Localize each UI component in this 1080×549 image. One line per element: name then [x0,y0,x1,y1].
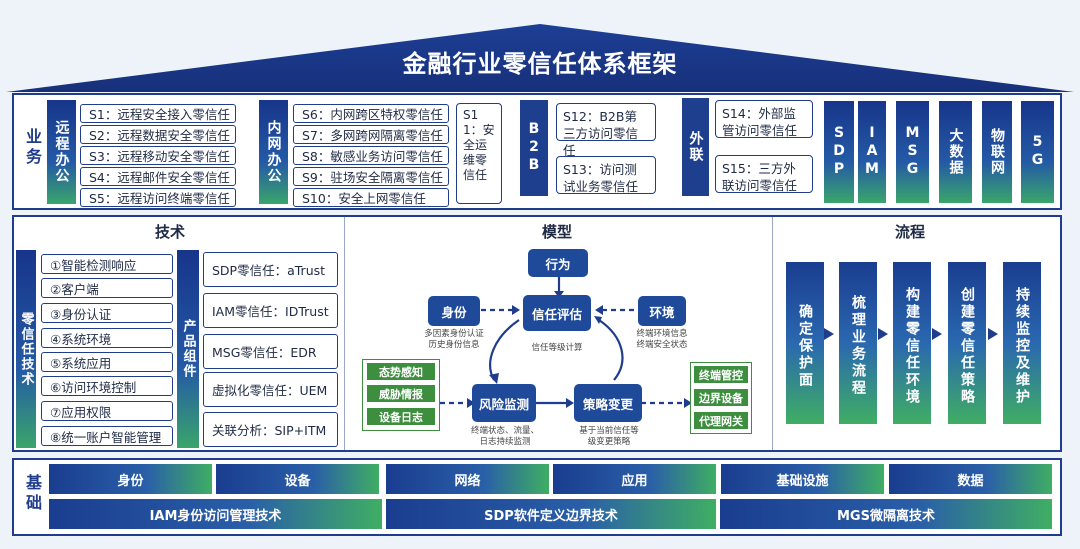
zero-trust-tech-label: 零信任技术 [16,250,36,448]
process-step-2: 梳理业务流程 [839,262,877,424]
foundation-application: 应用 [553,464,716,494]
environment-note: 终端环境信息 终端安全状态 [636,329,688,350]
product-item: 虚拟化零信任：UEM [203,372,338,407]
proxy-gateway: 代理网关 [693,411,749,430]
list-item: ③身份认证 [41,303,173,323]
5g-tag: 5G [1021,101,1054,203]
list-item: S9：驻场安全隔离零信任 [293,167,449,186]
foundation-label: 基础 [23,474,42,514]
list-item: ⑦应用权限 [41,401,173,421]
list-item: S7：多网跨网隔离零信任 [293,125,449,144]
process-step-1: 确定保护面 [786,262,824,424]
divider [344,217,345,450]
process-arrows [824,328,998,340]
risk-note: 终端状态、流量、 日志持续监测 [470,426,539,447]
trust-eval-node: 信任评估 [523,295,591,331]
process-step-3: 构建零信任环境 [893,262,931,424]
foundation-data: 数据 [889,464,1052,494]
foundation-network: 网络 [386,464,549,494]
s15-box: S15：三方外联访问零信任 [715,155,813,193]
list-item: S2：远程数据安全零信任 [80,125,236,144]
process-step-5: 持续监控及维护 [1003,262,1041,424]
risk-monitor-node: 风险监测 [472,384,536,422]
s13-box: S13：访问测试业务零信任 [556,156,656,194]
page-title: 金融行业零信任体系框架 [402,50,678,78]
product-item: MSG零信任：EDR [203,334,338,369]
model-connectors [440,275,692,408]
tech-heading: 技术 [154,223,185,241]
business-label: 业务 [23,128,42,168]
list-item: ④系统环境 [41,328,173,348]
list-item: S10：安全上网零信任 [293,188,449,207]
product-component-label: 产品组件 [177,250,199,448]
remote-office-label: 远程办公 [47,100,76,204]
b2b-label: B2B [520,100,548,196]
product-item: 关联分析：SIP+ITM [203,412,338,447]
s12-box: S12：B2B第三方访问零信任 [556,103,656,158]
sdp-tag: SDP [824,101,854,203]
list-item: ⑧统一账户智能管理 [41,426,173,446]
foundation-infrastructure: 基础设施 [721,464,884,494]
foundation-sdp-tech: SDP软件定义边界技术 [386,499,716,529]
policy-note: 基于当前信任等 级变更策略 [579,426,639,447]
list-item: ①智能检测响应 [41,254,173,274]
list-item: S3：远程移动安全零信任 [80,146,236,165]
list-item: ⑥访问环境控制 [41,376,173,396]
list-item: ⑤系统应用 [41,352,173,372]
boundary-device: 边界设备 [693,388,749,407]
process-step-4: 创建零信任策略 [948,262,986,424]
situational-awareness: 态势感知 [366,362,436,381]
behavior-node: 行为 [528,249,588,277]
terminal-control: 终端管控 [693,365,749,384]
identity-node: 身份 [428,296,480,326]
internal-office-label: 内网办公 [259,100,288,204]
s11-box: S11：安全运维零信任 [456,103,502,204]
policy-change-node: 策略变更 [574,384,642,422]
foundation-identity: 身份 [49,464,212,494]
iot-tag: 物联网 [982,101,1012,203]
list-item: S4：远程邮件安全零信任 [80,167,236,186]
foundation-iam-tech: IAM身份访问管理技术 [49,499,382,529]
divider [772,217,773,450]
s14-box: S14：外部监管访问零信任 [715,100,813,138]
list-item: S1：远程安全接入零信任 [80,104,236,123]
identity-note: 多因素身份认证 历史身份信息 [424,329,484,350]
trust-note: 信任等级计算 [531,343,583,353]
external-label: 外联 [682,98,709,196]
foundation-device: 设备 [216,464,379,494]
foundation-mgs-tech: MGS微隔离技术 [720,499,1052,529]
list-item: S5：远程访问终端零信任 [80,188,236,207]
model-heading: 模型 [541,223,572,241]
list-item: ②客户端 [41,278,173,298]
environment-node: 环境 [638,296,686,326]
list-item: S6：内网跨区特权零信任 [293,104,449,123]
roof-banner [6,24,1074,92]
product-item: SDP零信任：aTrust [203,252,338,287]
iam-tag: IAM [858,101,886,203]
bigdata-tag: 大数据 [939,101,972,203]
msg-tag: MSG [896,101,929,203]
list-item: S8：敏感业务访问零信任 [293,146,449,165]
product-item: IAM零信任：IDTrust [203,293,338,328]
threat-intel: 威胁情报 [366,384,436,403]
process-heading: 流程 [894,223,925,241]
device-log: 设备日志 [366,407,436,426]
